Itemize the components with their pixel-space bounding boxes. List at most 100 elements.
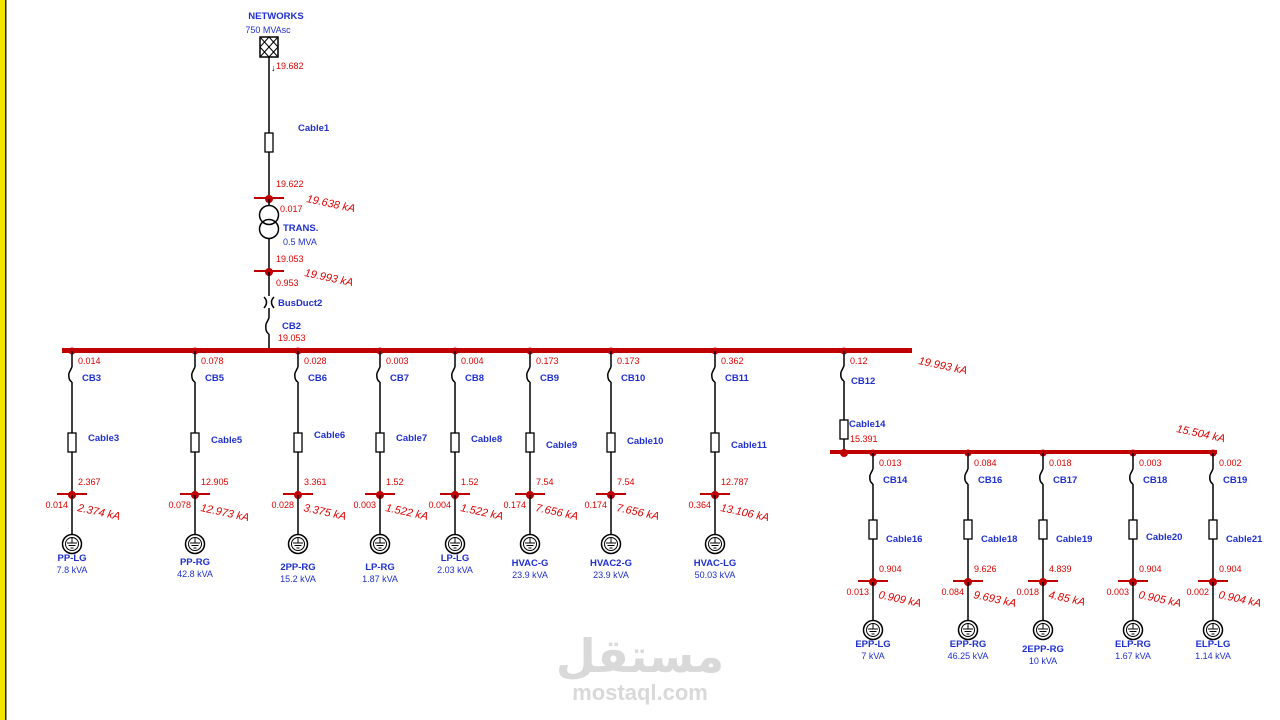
breaker-icon[interactable] bbox=[964, 453, 969, 520]
cb-label: CB19 bbox=[1223, 475, 1247, 486]
left-border bbox=[0, 0, 5, 720]
breaker-icon[interactable] bbox=[607, 351, 612, 433]
cable-icon[interactable] bbox=[450, 432, 460, 453]
cable-icon[interactable] bbox=[868, 519, 878, 540]
cb-label: CB11 bbox=[725, 373, 749, 384]
left-value: 0.364 bbox=[688, 500, 711, 510]
load-name: HVAC-LG bbox=[694, 558, 737, 569]
breaker-icon[interactable] bbox=[1039, 453, 1044, 520]
fault-current-ka: 0.904 kA bbox=[1217, 589, 1262, 610]
cb-label: CB18 bbox=[1143, 475, 1167, 486]
node-value: 9.626 bbox=[974, 564, 997, 574]
breaker-icon[interactable] bbox=[1209, 453, 1214, 520]
fault-current-ka: 0.909 kA bbox=[877, 589, 922, 610]
load-name: PP-RG bbox=[180, 557, 210, 568]
load-icon[interactable] bbox=[862, 619, 884, 641]
load-icon[interactable] bbox=[1202, 619, 1224, 641]
transformer-icon[interactable] bbox=[258, 199, 280, 272]
load-icon[interactable] bbox=[444, 533, 466, 555]
load-name: PP-LG bbox=[57, 553, 86, 564]
cable-icon[interactable] bbox=[525, 432, 535, 453]
fault-current-ka: 13.106 kA bbox=[719, 502, 770, 524]
busduct-icon[interactable] bbox=[263, 272, 275, 318]
cb-value: 0.014 bbox=[78, 356, 101, 366]
network-source-icon[interactable] bbox=[259, 36, 279, 58]
load-rating: 1.67 kVA bbox=[1115, 651, 1151, 661]
cb-label: CB14 bbox=[883, 475, 908, 486]
cb12-value: 0.12 bbox=[850, 356, 868, 366]
load-icon[interactable] bbox=[1032, 619, 1054, 641]
left-value: 0.004 bbox=[428, 500, 451, 510]
cable-icon[interactable] bbox=[293, 432, 303, 453]
load-icon[interactable] bbox=[287, 533, 309, 555]
load-icon[interactable] bbox=[184, 533, 206, 555]
load-name: ELP-RG bbox=[1115, 639, 1151, 650]
breaker-icon[interactable] bbox=[711, 351, 716, 433]
cable-icon[interactable] bbox=[963, 519, 973, 540]
cable-label: Cable5 bbox=[211, 435, 243, 446]
load-icon[interactable] bbox=[369, 533, 391, 555]
cable-icon[interactable] bbox=[1128, 519, 1138, 540]
breaker-icon[interactable] bbox=[294, 351, 299, 433]
cable-icon[interactable] bbox=[710, 432, 720, 453]
load-icon[interactable] bbox=[600, 533, 622, 555]
breaker-icon[interactable] bbox=[191, 351, 196, 433]
left-value: 0.084 bbox=[941, 587, 964, 597]
cable-icon[interactable] bbox=[375, 432, 385, 453]
node-value: 0.904 bbox=[1219, 564, 1242, 574]
load-rating: 2.03 kVA bbox=[437, 565, 473, 575]
cable1-icon[interactable] bbox=[264, 132, 274, 153]
cb-value: 0.002 bbox=[1219, 458, 1242, 468]
load-icon[interactable] bbox=[704, 533, 726, 555]
breaker-icon[interactable] bbox=[526, 351, 531, 433]
source-name: NETWORKS bbox=[248, 11, 303, 22]
main-bus-bar[interactable] bbox=[62, 348, 912, 353]
cb2-breaker-icon[interactable] bbox=[265, 317, 270, 351]
node-value: 0.904 bbox=[879, 564, 902, 574]
trans-bus-bottom-value-b: 0.953 bbox=[276, 278, 299, 288]
load-name: EPP-LG bbox=[855, 639, 890, 650]
breaker-icon[interactable] bbox=[1129, 453, 1134, 520]
cable-icon[interactable] bbox=[67, 432, 77, 453]
left-value: 0.018 bbox=[1016, 587, 1039, 597]
cb-label: CB6 bbox=[308, 373, 327, 384]
load-rating: 42.8 kVA bbox=[177, 569, 213, 579]
left-value: 0.014 bbox=[45, 500, 68, 510]
cable-label: Cable16 bbox=[886, 534, 922, 545]
load-icon[interactable] bbox=[957, 619, 979, 641]
node-value: 0.904 bbox=[1139, 564, 1162, 574]
cb-value: 0.003 bbox=[1139, 458, 1162, 468]
cb2-label: CB2 bbox=[282, 321, 301, 332]
trans-bus-top-ka: 19.638 kA bbox=[305, 193, 356, 215]
breaker-icon[interactable] bbox=[376, 351, 381, 433]
load-icon[interactable] bbox=[61, 533, 83, 555]
source-value: 19.682 bbox=[276, 61, 304, 71]
cb-value: 0.173 bbox=[617, 356, 640, 366]
breaker-icon[interactable] bbox=[451, 351, 456, 433]
node-value: 1.52 bbox=[461, 477, 479, 487]
breaker-icon[interactable] bbox=[869, 453, 874, 520]
load-icon[interactable] bbox=[1122, 619, 1144, 641]
fault-current-ka: 9.693 kA bbox=[972, 589, 1017, 610]
fault-current-ka: 12.973 kA bbox=[199, 502, 250, 524]
load-name: LP-RG bbox=[365, 562, 395, 573]
cable-icon[interactable] bbox=[1208, 519, 1218, 540]
cb-value: 0.084 bbox=[974, 458, 997, 468]
cable-icon[interactable] bbox=[190, 432, 200, 453]
cb12-branch[interactable] bbox=[839, 347, 849, 453]
cable-icon[interactable] bbox=[1038, 519, 1048, 540]
cb-label: CB3 bbox=[82, 373, 101, 384]
cable-icon[interactable] bbox=[606, 432, 616, 453]
load-icon[interactable] bbox=[519, 533, 541, 555]
sub-bus-bar[interactable] bbox=[830, 450, 1217, 454]
cb-value: 0.013 bbox=[879, 458, 902, 468]
load-rating: 23.9 kVA bbox=[512, 570, 548, 580]
breaker-icon[interactable] bbox=[68, 351, 73, 433]
